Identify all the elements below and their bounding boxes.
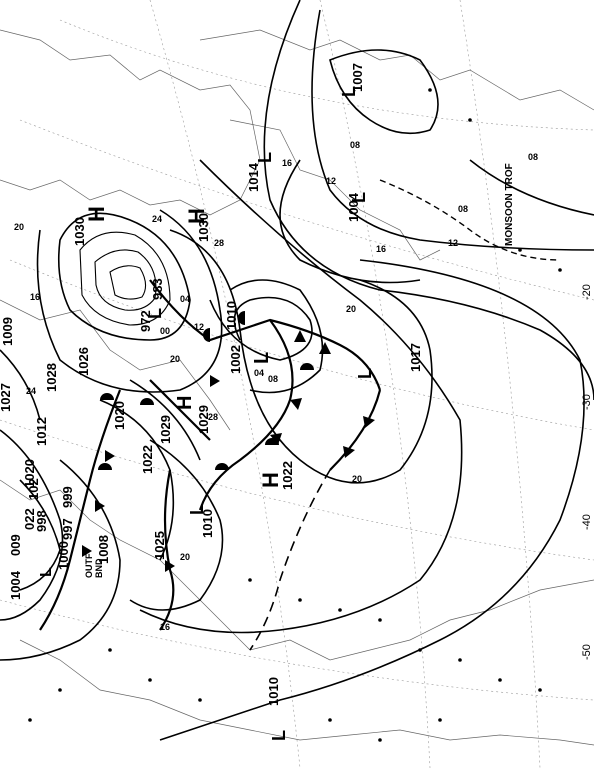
label-1029b: 1029 <box>196 405 211 434</box>
label-1026: 1026 <box>76 347 91 376</box>
contour-16-4: 16 <box>160 622 170 632</box>
lat-minus-50: -50 <box>581 644 593 660</box>
contour-20-5: 20 <box>180 552 190 562</box>
low-center-east: L <box>355 368 375 379</box>
high-center-1022: H <box>258 472 283 488</box>
contour-20-3: 20 <box>170 354 180 364</box>
label-1029a: 1029 <box>158 415 173 444</box>
contour-12-2: 12 <box>448 238 458 248</box>
label-1000: 1000 <box>56 541 71 570</box>
contour-20-4: 20 <box>352 474 362 484</box>
label-999: 999 <box>60 486 75 508</box>
pressure-centers: H H L L L L L L H H L L L <box>38 86 375 741</box>
label-1020b: 1020 <box>22 459 37 488</box>
label-1030b: 1030 <box>196 213 211 242</box>
contour-00-1: 00 <box>160 326 170 336</box>
label-1008: 1008 <box>96 535 111 564</box>
label-1009: 1009 <box>0 317 15 346</box>
label-1030a: 1030 <box>72 217 87 246</box>
contour-08-2: 08 <box>458 204 468 214</box>
contour-24-1: 24 <box>152 214 162 224</box>
contour-16-1: 16 <box>282 158 292 168</box>
low-center-1010: L <box>187 504 207 515</box>
label-1010a: 1010 <box>224 301 239 330</box>
fronts <box>39 179 561 651</box>
label-1004b: 1004 <box>8 570 23 600</box>
label-1017: 1017 <box>408 343 423 372</box>
contour-20-2: 20 <box>346 304 356 314</box>
high-center-1: H <box>84 206 109 222</box>
contour-04-2: 04 <box>254 368 264 378</box>
low-center-west: L <box>38 567 55 577</box>
label-972: 972 <box>138 310 153 332</box>
lat-minus-40: -40 <box>581 514 593 530</box>
low-center-972: L <box>145 308 165 319</box>
contour-04-1: 04 <box>180 294 190 304</box>
label-009: 009 <box>8 534 23 556</box>
bnd-label: BND <box>94 558 104 578</box>
low-center-1014: L <box>255 152 275 163</box>
low-center-south: L <box>269 730 289 741</box>
label-1012: 1012 <box>34 417 49 446</box>
label-1022a: 1022 <box>140 445 155 474</box>
station-plots <box>28 88 562 742</box>
high-center-2: H <box>184 208 209 224</box>
label-1020a: 1020 <box>112 401 127 430</box>
contour-20-1: 20 <box>14 222 24 232</box>
label-1022b: 1022 <box>280 461 295 490</box>
contour-08-3: 08 <box>268 374 278 384</box>
contour-labels: 08 08 08 08 16 16 16 16 24 24 20 20 20 2… <box>14 140 538 632</box>
monsoon-trof-label: MONSOON TROF <box>504 163 515 246</box>
contour-24-2: 24 <box>26 386 36 396</box>
label-1002: 1002 <box>228 345 243 374</box>
label-1028: 1028 <box>44 363 59 392</box>
high-center-1029: H <box>174 396 196 410</box>
contour-12-3: 12 <box>194 322 204 332</box>
label-1010b: 1010 <box>200 509 215 538</box>
label-1004a: 1004 <box>346 192 361 222</box>
label-1014: 1014 <box>246 162 261 192</box>
low-center-1007: L <box>339 86 359 97</box>
coastlines <box>0 29 594 746</box>
lat-minus-30: -30 <box>581 394 593 410</box>
pressure-labels: 1007 1014 1004 1030 1030 972 983 1010 10… <box>0 63 423 706</box>
label-983: 983 <box>150 278 165 300</box>
label-1025: 1025 <box>152 531 167 560</box>
low-center-1002: L <box>251 352 273 364</box>
label-102: 102 <box>26 478 41 500</box>
label-022: 022 <box>22 508 37 530</box>
label-1027: 1027 <box>0 383 13 412</box>
label-1007: 1007 <box>350 63 365 92</box>
contour-16-2: 16 <box>376 244 386 254</box>
label-998: 998 <box>34 510 49 532</box>
low-center-1004: L <box>349 192 369 203</box>
label-997: 997 <box>60 518 75 540</box>
outf-label: OUTF <box>84 553 94 578</box>
annotations: MONSOON TROF OUTF BND <box>84 163 515 578</box>
contour-28-2: 28 <box>208 412 218 422</box>
contour-12-1: 12 <box>326 176 336 186</box>
contour-08-4: 08 <box>528 152 538 162</box>
contour-08-1: 08 <box>350 140 360 150</box>
lat-minus-20: -20 <box>581 284 593 300</box>
contour-16-3: 16 <box>30 292 40 302</box>
isobars <box>0 0 594 741</box>
label-1010c: 1010 <box>266 677 281 706</box>
contour-28-1: 28 <box>214 238 224 248</box>
latitude-labels: -20 -30 -40 -50 <box>581 284 593 660</box>
